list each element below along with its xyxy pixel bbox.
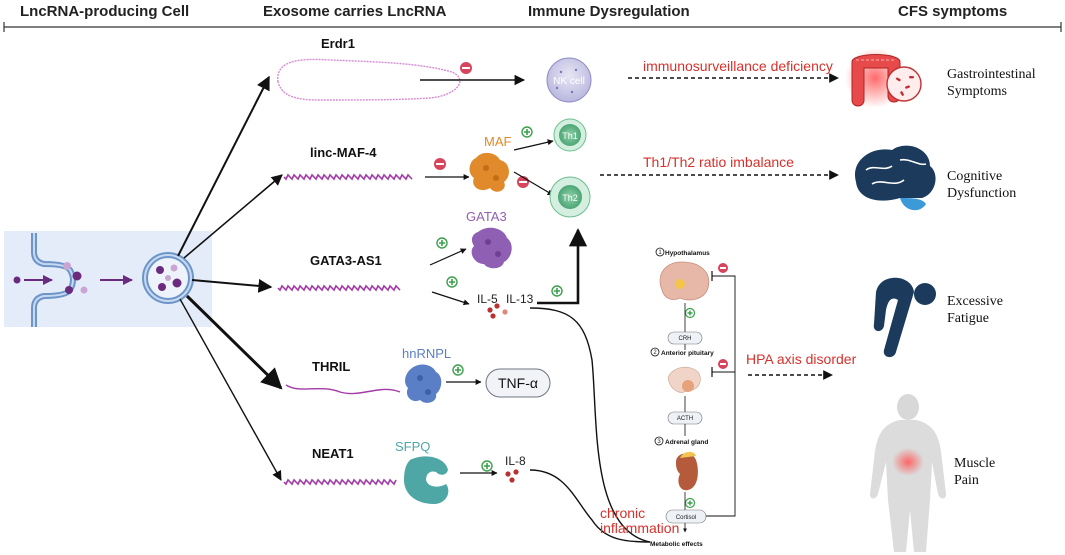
exosome-release-illustration <box>4 231 212 327</box>
tnf-alpha-label: TNF-α <box>498 375 538 391</box>
lncrna-gata3-as1-label: GATA3-AS1 <box>310 253 382 268</box>
gata3-label: GATA3 <box>466 209 507 224</box>
mechanism-links: immunosurveillance deficiency Th1/Th2 ra… <box>600 58 857 536</box>
adrenal-kidney-icon <box>676 451 698 491</box>
gata3-protein: GATA3 <box>466 209 512 269</box>
th2-cell: Th2 <box>549 176 591 218</box>
inhibit-badge-pituitary <box>718 359 728 369</box>
acth-label: ACTH <box>677 416 693 422</box>
linc-maf-4-rna-strand <box>283 173 413 181</box>
rna-strands <box>277 58 461 486</box>
promote-badge-crh <box>684 307 696 319</box>
hypothalamus-brain-icon <box>659 261 710 301</box>
il13-label: IL-13 <box>506 292 534 306</box>
lncrna-thril-label: THRIL <box>312 359 350 374</box>
th1-cell: Th1 <box>553 118 587 152</box>
gi-symptom-line1: Gastrointestinal <box>947 67 1036 82</box>
lncrna-neat1-label: NEAT1 <box>312 446 354 461</box>
hypothalamus-label: Hypothalamus <box>665 250 710 257</box>
promote-badge-gata3 <box>436 237 448 249</box>
gi-symptom-line2: Symptoms <box>947 84 1007 99</box>
fatigue-figure-icon <box>873 277 936 358</box>
sfpq-label: SFPQ <box>395 439 430 454</box>
gata3-as1-rna-strand <box>277 284 401 292</box>
header-cfs-symptoms: CFS symptoms <box>898 3 1007 20</box>
lncrna-linc-maf-4-label: linc-MAF-4 <box>310 145 377 160</box>
promote-badge-il8 <box>481 460 493 472</box>
maf-protein: MAF <box>469 134 512 192</box>
cortisol-label: Cortisol <box>676 515 696 521</box>
erdr1-rna-strand <box>277 58 461 101</box>
il8-label: IL-8 <box>505 454 526 468</box>
brain-icon <box>854 145 936 211</box>
adrenal-gland-label: Adrenal gland <box>665 439 708 446</box>
header-immune-dysregulation: Immune Dysregulation <box>528 3 690 20</box>
nk-cell-label: NK cell <box>553 76 585 87</box>
inhibit-badge-maf <box>434 158 446 170</box>
th1-th2-imbalance-label: Th1/Th2 ratio imbalance <box>643 154 794 170</box>
inhibit-badge-hypothalamus <box>718 263 728 273</box>
hnrnpl-protein: hnRNPL <box>402 346 451 403</box>
pituitary-icon <box>667 366 701 393</box>
lncrna-labels: Erdr1 linc-MAF-4 GATA3-AS1 THRIL NEAT1 <box>310 36 382 461</box>
muscle-symptom-line2: Pain <box>954 473 979 488</box>
hpa-axis-disorder-label: HPA axis disorder <box>746 351 857 367</box>
cognitive-symptom-line1: Cognitive <box>947 169 1002 184</box>
inhibit-badge-erdr1 <box>460 62 472 74</box>
promote-badge-th2-il13 <box>551 285 563 297</box>
gastrointestinal-icon <box>845 48 922 108</box>
sfpq-protein: SFPQ <box>395 439 449 504</box>
hpa-step-2: 2 <box>653 350 657 356</box>
regulation-badges <box>434 62 563 472</box>
neat1-rna-strand <box>283 478 397 486</box>
immune-arrows <box>420 74 651 543</box>
nk-cell: NK cell <box>546 57 592 103</box>
lncrna-erdr1-label: Erdr1 <box>321 36 355 51</box>
crh-label: CRH <box>679 336 692 342</box>
muscle-symptom-line1: Muscle <box>954 456 995 471</box>
promote-badge-tnf <box>452 364 464 376</box>
metabolic-effects-label: Metabolic effects <box>650 541 703 548</box>
anterior-pituitary-label: Anterior pituitary <box>661 350 714 357</box>
th1-label: Th1 <box>562 131 578 141</box>
hpa-step-1: 1 <box>658 250 662 256</box>
immunosurveillance-deficiency-label: immunosurveillance deficiency <box>643 58 833 74</box>
th2-label: Th2 <box>562 193 578 203</box>
header-lncrna-producing-cell: LncRNA-producing Cell <box>20 3 189 20</box>
inflammation-label: inflammation <box>600 520 679 536</box>
header-exosome-carries-lncrna: Exosome carries LncRNA <box>263 3 447 20</box>
fatigue-symptom-line2: Fatigue <box>947 311 989 326</box>
chronic-label: chronic <box>600 505 645 521</box>
header-bar: LncRNA-producing Cell Exosome carries Ln… <box>3 3 1062 32</box>
cognitive-symptom-line2: Dysfunction <box>947 186 1016 201</box>
muscle-pain-body-icon <box>870 394 946 552</box>
promote-badge-cortisol <box>684 497 696 509</box>
il5-label: IL-5 <box>477 292 498 306</box>
exosome-to-lncrna-arrows <box>177 75 283 481</box>
hnrnpl-label: hnRNPL <box>402 346 451 361</box>
promote-badge-th1 <box>521 126 533 138</box>
il8-cytokine: IL-8 <box>505 454 526 483</box>
thril-rna-strand <box>285 384 401 395</box>
hpa-axis-diagram: 1 Hypothalamus CRH 2 Anterior pituitary … <box>650 247 736 548</box>
hpa-step-3: 3 <box>657 439 661 445</box>
il5-il13-cytokines: IL-5 IL-13 <box>477 292 534 319</box>
maf-label: MAF <box>484 134 512 149</box>
promote-badge-il5 <box>446 276 458 288</box>
tnf-alpha-box: TNF-α <box>485 368 551 398</box>
fatigue-symptom-line1: Excessive <box>947 294 1003 309</box>
